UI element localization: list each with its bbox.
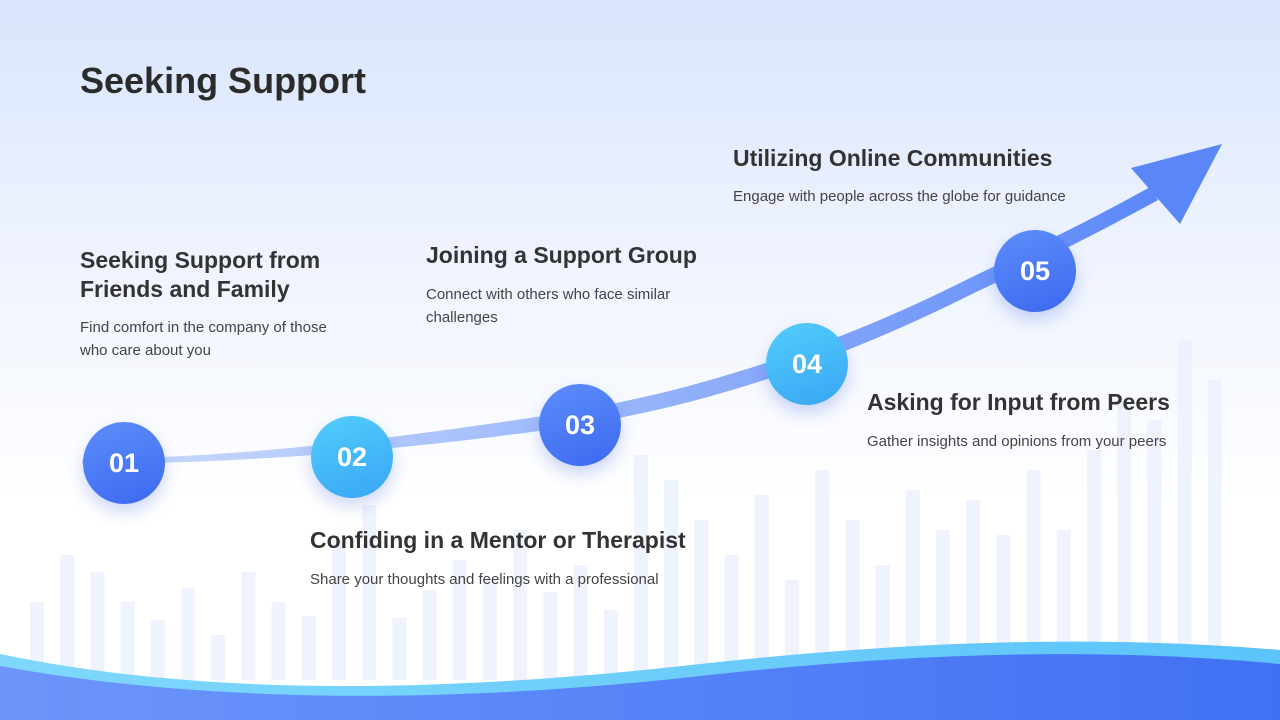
step-01-heading-line-2: Friends and Family <box>80 276 290 303</box>
step-04-description-line-1: Gather insights and opinions from your p… <box>867 433 1167 450</box>
background-bar <box>1117 400 1132 680</box>
step-03-heading-line-1: Joining a Support Group <box>426 242 697 268</box>
background-bar <box>90 572 105 680</box>
background-bar <box>634 455 648 680</box>
step-01-number: 01 <box>108 447 140 478</box>
background-bar <box>362 505 377 680</box>
step-04-description: Gather insights and opinions from your p… <box>867 430 1166 453</box>
background-bar <box>150 620 165 680</box>
step-03-number: 03 <box>564 409 596 440</box>
step-02-heading: Confiding in a Mentor or Therapist <box>310 526 686 555</box>
background-bar <box>694 520 709 680</box>
background-bar <box>332 540 346 680</box>
background-bar <box>452 560 467 680</box>
step-03-heading: Joining a Support Group <box>426 241 697 270</box>
background-bar <box>664 480 679 680</box>
background-bar <box>1177 340 1192 680</box>
step-05-heading: Utilizing Online Communities <box>733 144 1052 173</box>
growth-arrow-body <box>82 187 1158 464</box>
background-bar <box>483 580 497 680</box>
step-03-node: 03 <box>539 384 621 466</box>
step-03-description-line-1: Connect with others who face similar <box>426 286 671 303</box>
step-02-description: Share your thoughts and feelings with a … <box>310 568 659 591</box>
background-bar <box>543 592 558 680</box>
background-bar <box>754 495 769 680</box>
background-bar <box>845 520 860 680</box>
step-01-description: Find comfort in the company of those who… <box>80 316 327 363</box>
page-title: Seeking Support <box>80 60 367 101</box>
step-02-number: 02 <box>336 441 368 472</box>
background-bar <box>1026 470 1041 680</box>
background-bar <box>392 618 407 680</box>
step-05-node: 05 <box>994 230 1076 312</box>
background-bar <box>1207 380 1222 680</box>
background-bar <box>513 530 528 680</box>
step-01-description-line-2: who care about you <box>80 342 211 360</box>
step-02-description-line-1: Share your thoughts and feelings with a … <box>310 571 659 588</box>
background-bar <box>724 555 739 680</box>
background-bar <box>1147 420 1162 680</box>
background-bar <box>120 602 135 680</box>
background-bar <box>1087 450 1101 680</box>
step-05-description-line-1: Engage with people across the globe for … <box>733 188 1066 205</box>
step-04-heading-line-1: Asking for Input from Peers <box>867 389 1170 415</box>
step-01-description-line-1: Find comfort in the company of those <box>80 319 327 336</box>
step-02-node: 02 <box>311 416 393 498</box>
step-02-heading-line-1: Confiding in a Mentor or Therapist <box>310 527 686 553</box>
step-05-description: Engage with people across the globe for … <box>733 185 1066 208</box>
background-bar <box>60 555 75 680</box>
background-bar <box>936 530 950 680</box>
background-bar <box>301 616 316 680</box>
step-03-description-line-2: challenges <box>426 309 498 327</box>
background-bar <box>211 635 226 680</box>
background-bar <box>603 610 618 680</box>
background-bar <box>30 602 44 680</box>
background-bar <box>241 572 256 680</box>
step-01-node: 01 <box>83 422 165 504</box>
background-bar <box>966 500 981 680</box>
step-04-number: 04 <box>791 348 823 379</box>
step-04-heading: Asking for Input from Peers <box>867 388 1170 417</box>
step-01-heading-line-1: Seeking Support from <box>80 247 321 273</box>
wave-main-band <box>0 654 1280 720</box>
background-bar <box>573 565 588 680</box>
step-05-heading-line-1: Utilizing Online Communities <box>733 145 1053 171</box>
background-bar <box>181 588 195 680</box>
background-bar <box>905 490 920 680</box>
step-03-description: Connect with others who face similar cha… <box>426 283 670 330</box>
step-01-heading: Seeking Support from Friends and Family <box>80 246 320 304</box>
growth-arrow-head <box>1131 144 1222 224</box>
background-bar <box>422 590 437 680</box>
background-bar <box>815 470 830 680</box>
step-04-node: 04 <box>766 323 848 405</box>
step-05-number: 05 <box>1019 255 1051 286</box>
background-bar <box>271 602 286 680</box>
